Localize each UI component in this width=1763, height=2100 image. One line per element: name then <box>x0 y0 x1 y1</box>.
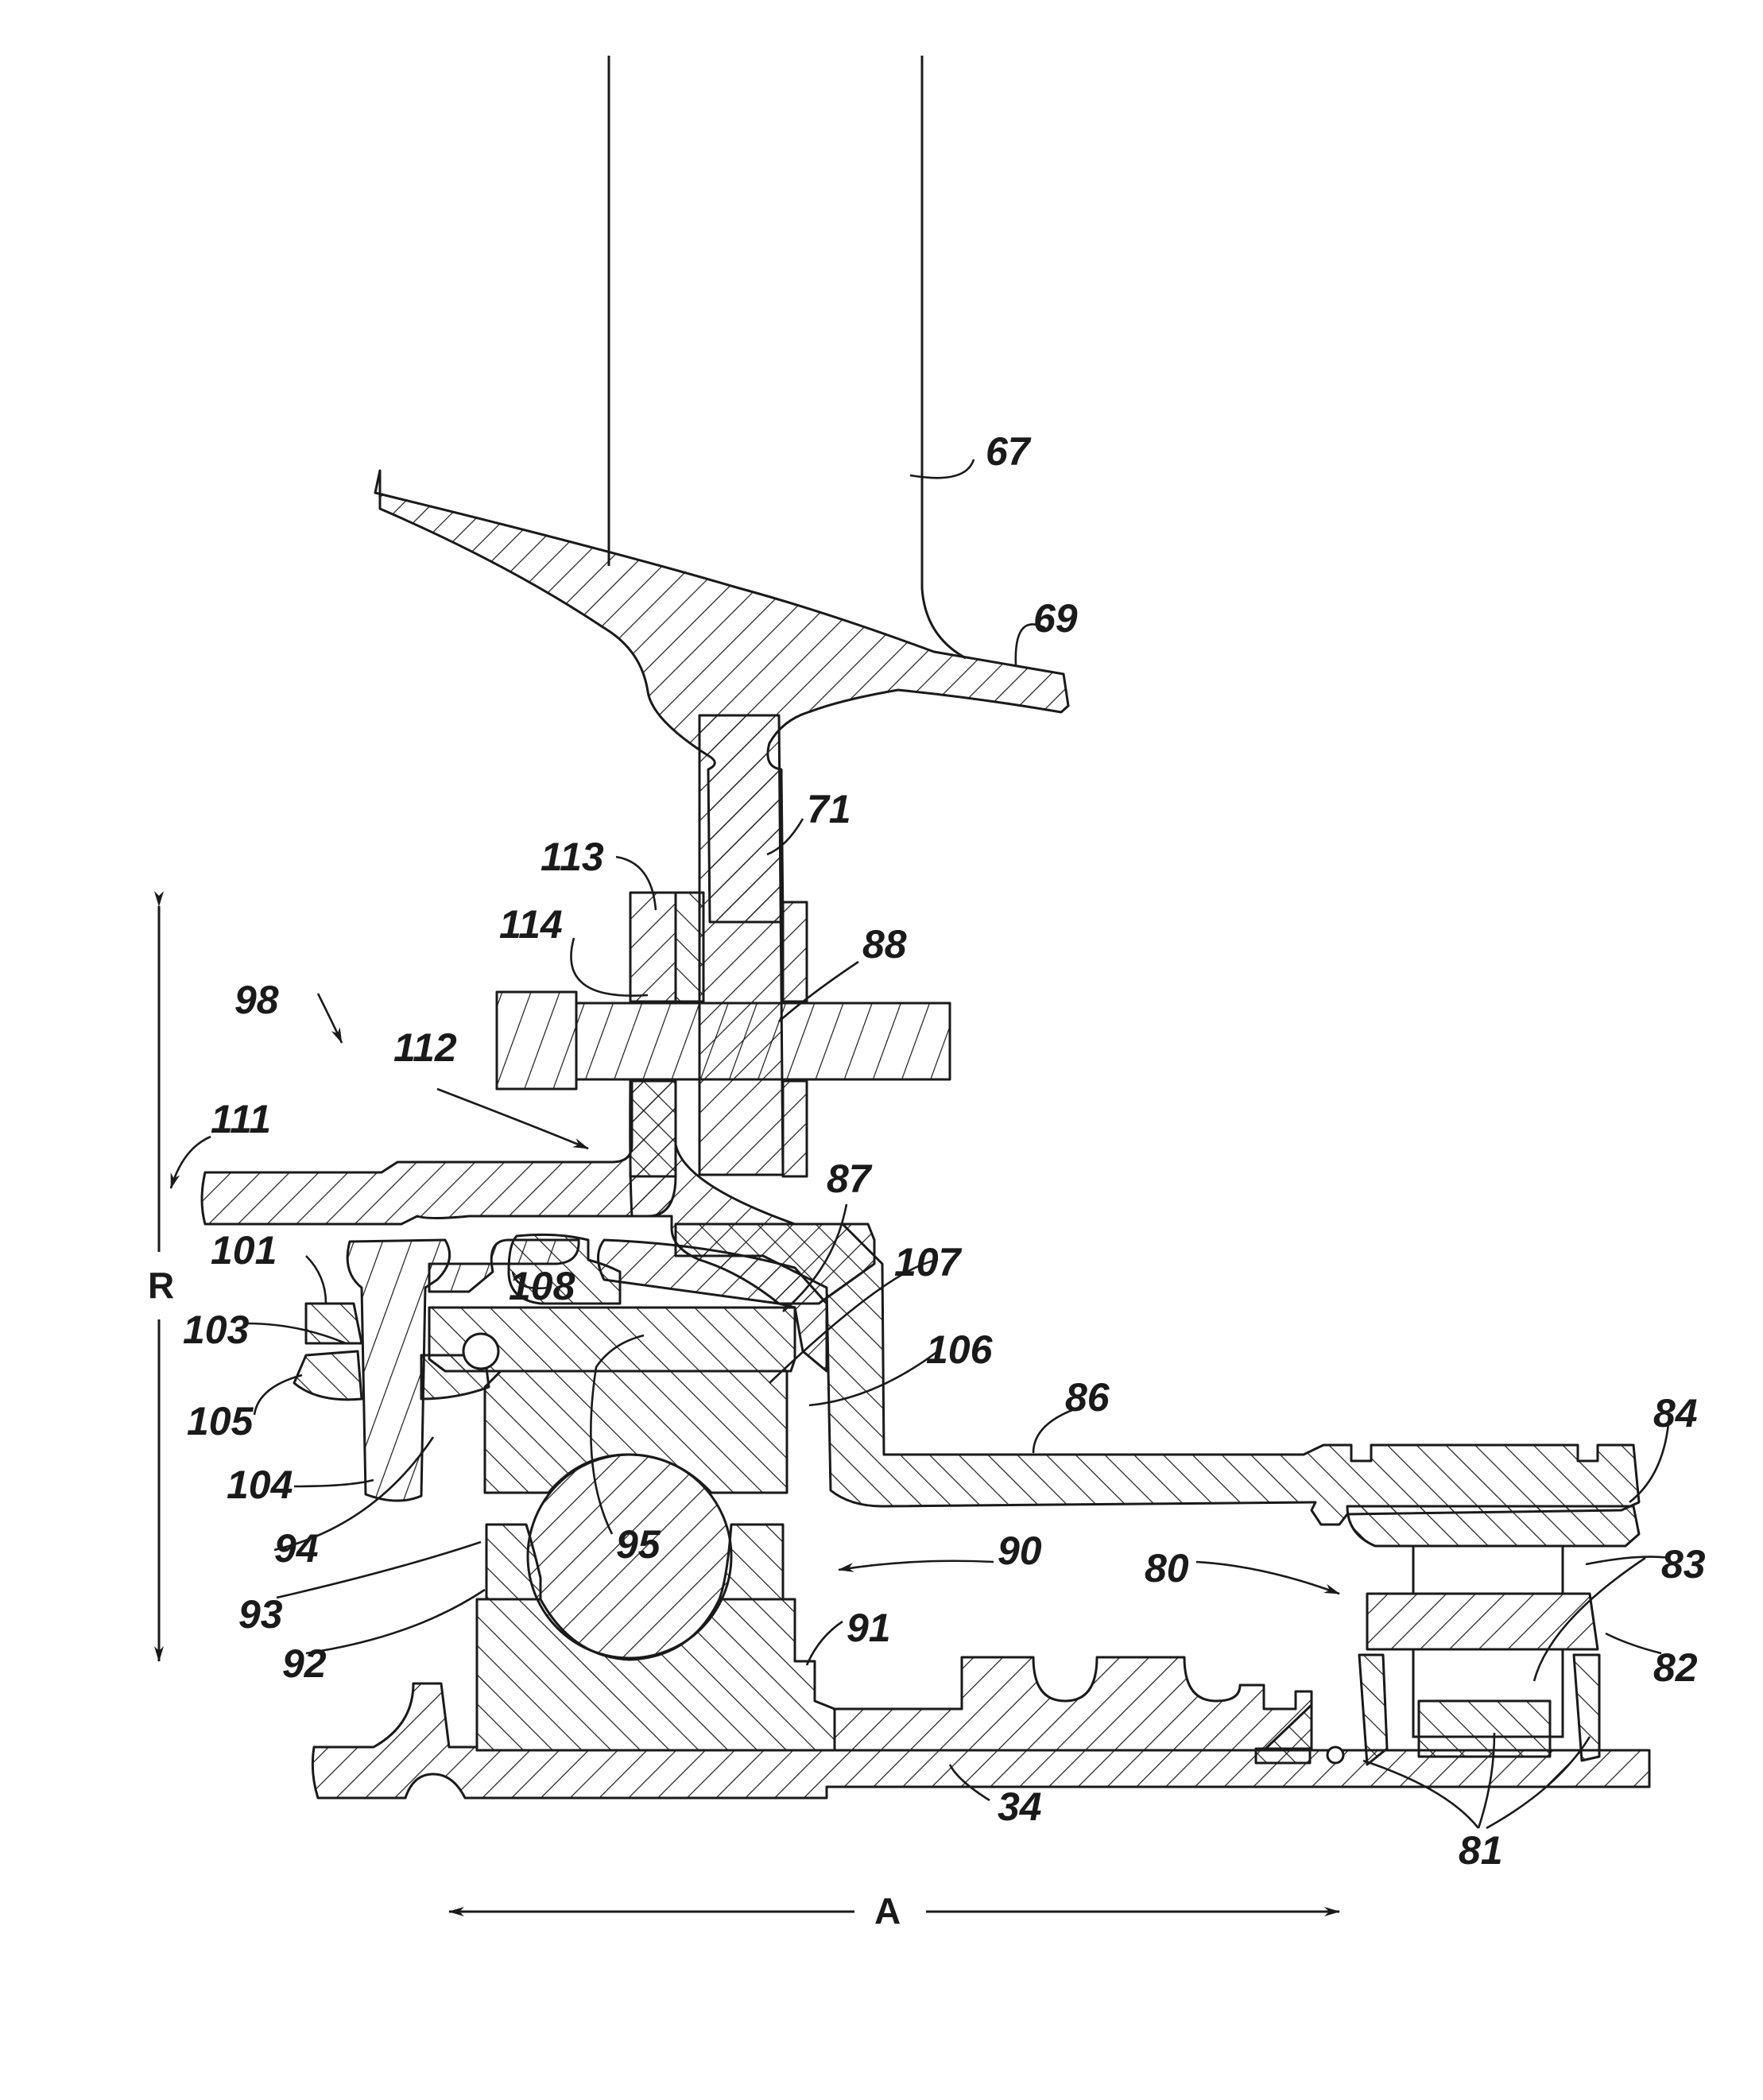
reference-numerals: 67 69 71 113 114 88 98 112 111 87 101 10… <box>183 429 1706 1873</box>
label-114: 114 <box>499 902 563 947</box>
label-82: 82 <box>1653 1645 1698 1690</box>
label-81: 81 <box>1459 1828 1503 1873</box>
label-101: 101 <box>211 1228 277 1273</box>
label-87: 87 <box>827 1157 873 1201</box>
disk-web-71 <box>699 715 783 1175</box>
label-69: 69 <box>1033 596 1078 641</box>
label-113: 113 <box>541 835 604 879</box>
outer-race-84 <box>1347 1506 1639 1546</box>
label-108: 108 <box>509 1264 575 1308</box>
axial-axis: A <box>449 1890 1339 1931</box>
label-104: 104 <box>227 1463 293 1507</box>
label-88: 88 <box>862 922 907 967</box>
bolt-88 <box>497 992 950 1089</box>
label-112: 112 <box>393 1025 457 1070</box>
label-83: 83 <box>1661 1542 1706 1587</box>
radial-axis: R <box>148 906 174 1661</box>
inner-sleeve <box>835 1657 1312 1750</box>
radial-axis-label: R <box>148 1265 174 1306</box>
label-84: 84 <box>1653 1391 1698 1436</box>
label-106: 106 <box>926 1327 994 1372</box>
label-103: 103 <box>183 1308 250 1352</box>
label-98: 98 <box>234 978 279 1022</box>
label-111: 111 <box>211 1097 271 1141</box>
label-80: 80 <box>1145 1546 1189 1590</box>
label-90: 90 <box>998 1529 1042 1573</box>
label-107: 107 <box>894 1240 963 1284</box>
label-94: 94 <box>274 1526 319 1571</box>
label-93: 93 <box>238 1592 283 1637</box>
label-95: 95 <box>616 1522 661 1567</box>
label-105: 105 <box>187 1399 254 1443</box>
axial-axis-label: A <box>874 1890 901 1931</box>
label-86: 86 <box>1065 1375 1110 1420</box>
label-34: 34 <box>998 1784 1042 1829</box>
label-91: 91 <box>847 1606 891 1650</box>
label-67: 67 <box>986 429 1032 474</box>
label-92: 92 <box>282 1641 327 1686</box>
label-71: 71 <box>807 787 851 831</box>
